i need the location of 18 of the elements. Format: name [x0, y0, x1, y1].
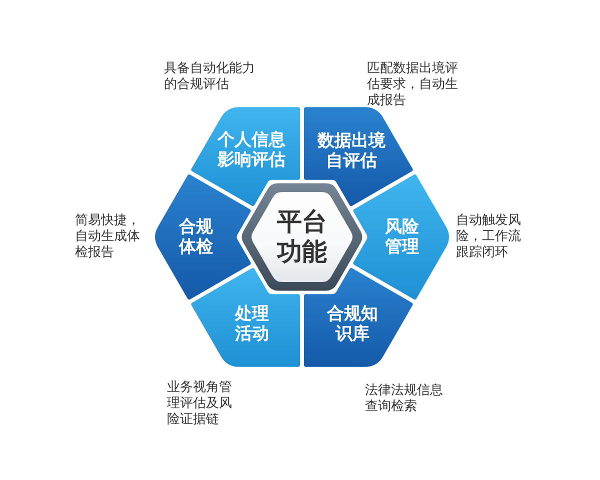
segment-label: 合规知识库 — [326, 304, 379, 344]
description-text: 匹配数据出境评估要求，自动生成报告 — [367, 61, 459, 109]
hub-label: 平台功能 — [276, 207, 328, 267]
hexagon-segment — [191, 267, 300, 367]
hexagon-segment — [155, 174, 251, 300]
description-text: 自动触发风险，工作流跟踪闭环 — [456, 213, 522, 261]
description-text: 法律法规信息查询检索 — [365, 383, 444, 415]
hexagon-segment — [304, 267, 413, 367]
segment-label: 数据出境自评估 — [316, 131, 386, 172]
segment-label: 风险管理 — [384, 217, 420, 257]
segment-label: 个人信息影响评估 — [216, 130, 286, 170]
description-text: 业务视角管理评估及风险证据链 — [167, 380, 233, 428]
hexagon-segment — [353, 174, 449, 300]
center-hexagon — [241, 183, 363, 291]
description-text: 具备自动化能力的合规评估 — [164, 61, 256, 93]
description-text: 简易快捷，自动生成体检报告 — [75, 213, 141, 261]
segment-label: 处理活动 — [234, 304, 270, 344]
segment-label: 合规体检 — [178, 217, 214, 257]
